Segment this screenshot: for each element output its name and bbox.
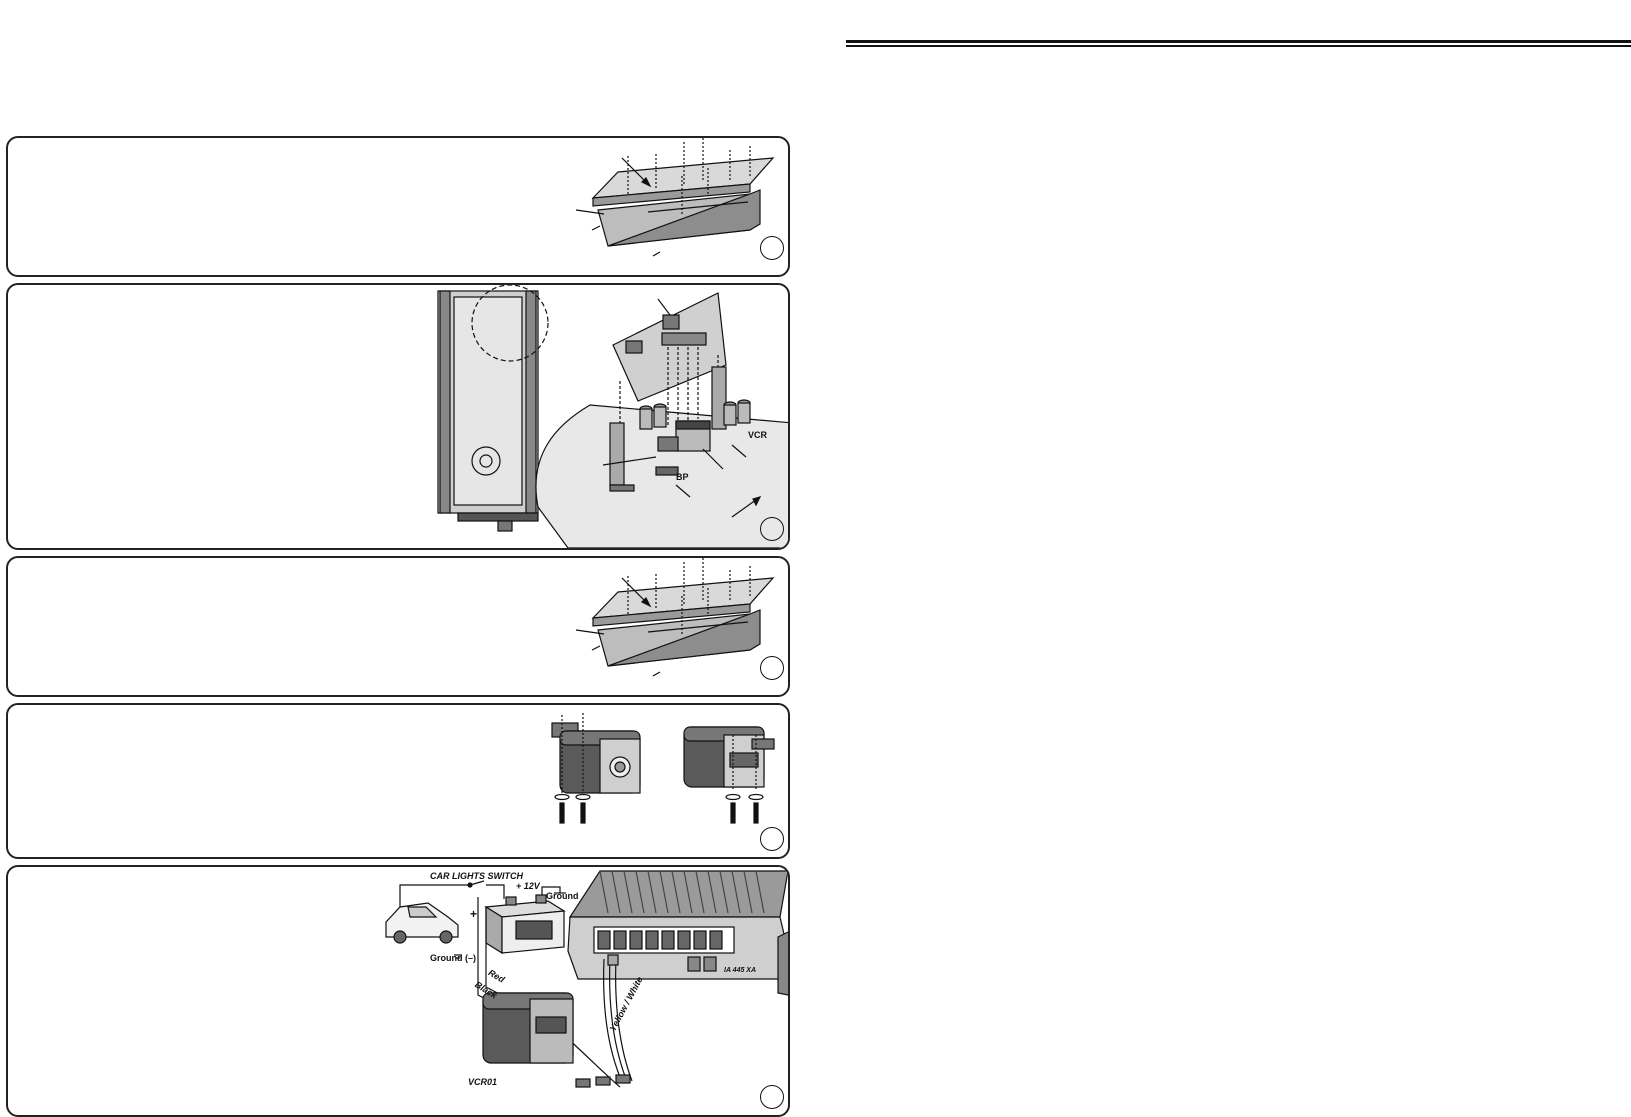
header-rule-thin [846,45,1631,47]
vcr01-label: VCR01 [468,1077,498,1087]
step-panel-2: BP VCR [6,283,790,550]
circuit-board-jumper-illustration [437,285,788,548]
vcr01-wiring-diagram [385,870,788,1088]
header-rule-thick [846,40,1631,43]
step-number-circle [760,236,784,260]
step-number-circle [760,1085,784,1109]
ground-minus-label: Ground (–) [430,953,476,963]
step-panel-5: CAR LIGHTS SWITCH + 12V Ground + Ground … [6,865,790,1117]
amplifier-cover-reinstall-illustration [575,558,775,677]
step-number-circle [760,827,784,851]
step-panel-1 [6,136,790,277]
amplifier-model-label: IA 445 XA [724,967,757,974]
bp-label: BP [676,472,689,482]
remote-control-mounting-illustration [551,713,775,824]
plus-sign-label: + [470,907,478,921]
step-panel-3 [6,556,790,697]
step-number-circle [760,517,784,541]
amplifier-cover-removal-illustration [575,138,775,257]
ground-label: Ground [546,891,579,901]
vcr-label: VCR [748,430,768,440]
step-panel-4 [6,703,790,859]
plus-12v-label: + 12V [516,881,540,891]
step-number-circle [760,656,784,680]
car-lights-switch-label: CAR LIGHTS SWITCH [430,871,523,881]
